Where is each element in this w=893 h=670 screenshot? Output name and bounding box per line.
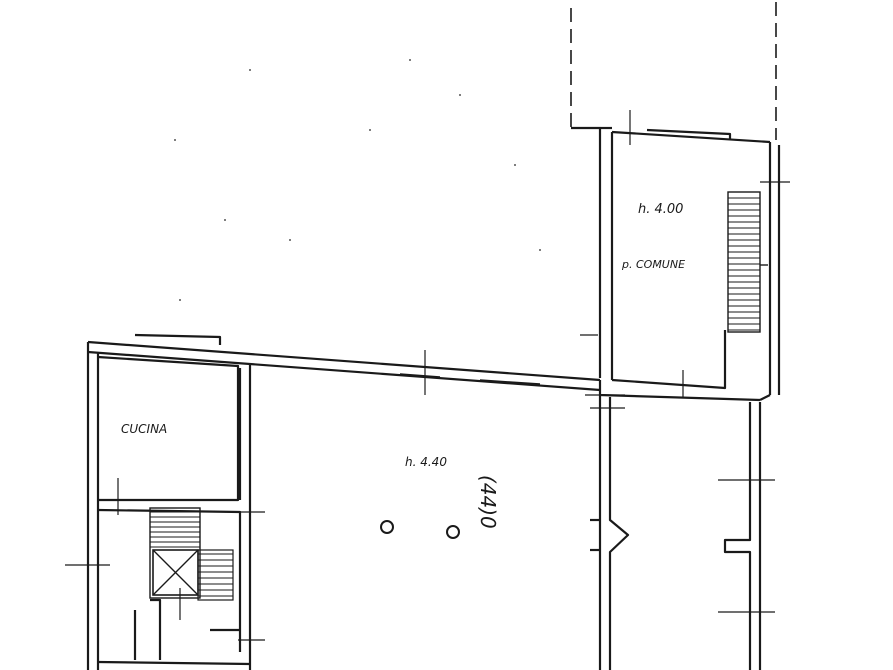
room-number-label: (44)0 <box>476 475 500 529</box>
common-area-walls <box>571 126 781 395</box>
main-walls <box>87 340 771 670</box>
elevator-shaft <box>152 549 199 596</box>
height-main-label: h. 4.40 <box>405 455 447 469</box>
columns <box>380 520 460 539</box>
kitchen-label: CUCINA <box>121 422 167 436</box>
common-stair <box>727 191 768 333</box>
dimension-ticks <box>65 110 790 641</box>
common-area-label: p. COMUNE <box>621 258 685 271</box>
paper-specks <box>174 59 541 301</box>
dashed-boundary <box>570 2 777 140</box>
left-block-walls <box>86 333 252 670</box>
height-common-label: h. 4.00 <box>638 202 683 217</box>
left-stair <box>149 507 234 601</box>
